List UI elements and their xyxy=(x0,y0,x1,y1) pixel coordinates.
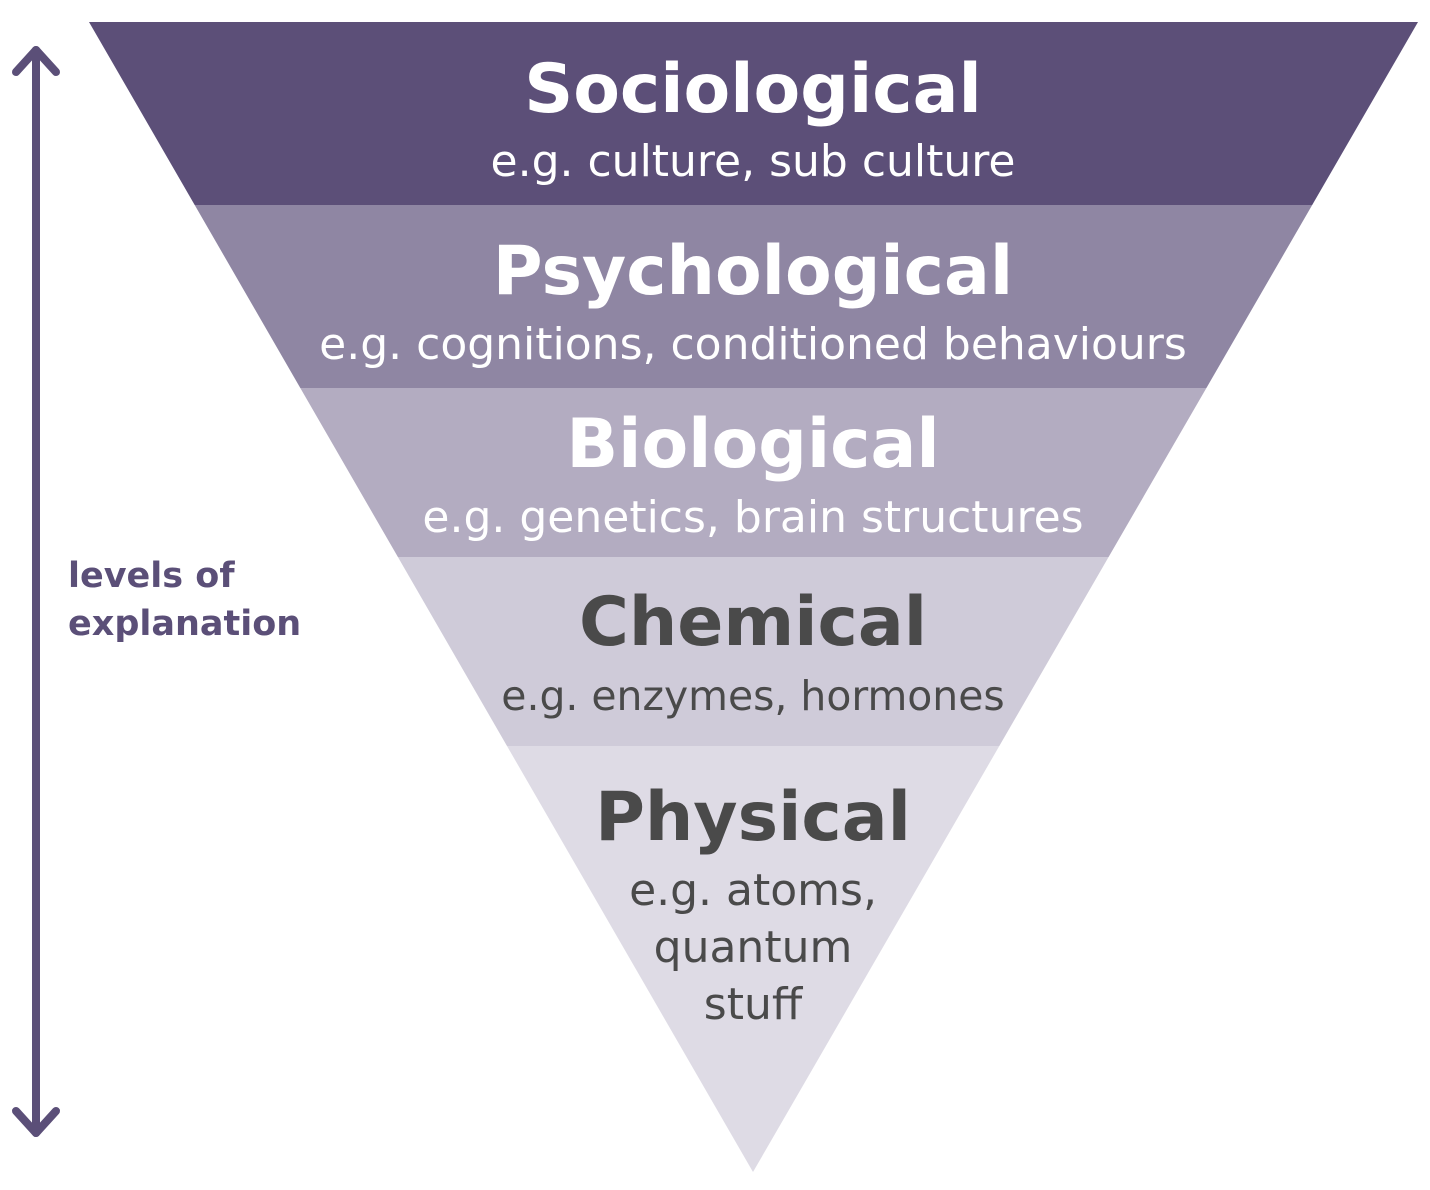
level-example-chemical: e.g. enzymes, hormones xyxy=(501,672,1004,720)
axis-label-line-2: explanation xyxy=(68,604,301,644)
levels-axis-arrow xyxy=(12,46,60,1137)
level-sociological: Sociological e.g. culture, sub culture xyxy=(89,22,1418,205)
level-title-physical: Physical xyxy=(595,778,911,857)
level-psychological: Psychological e.g. cognitions, conditione… xyxy=(194,205,1313,388)
level-biological: Biological e.g. genetics, brain structure… xyxy=(300,388,1207,557)
level-title-psychological: Psychological xyxy=(493,232,1013,311)
level-band-sociological xyxy=(89,22,1418,205)
level-title-sociological: Sociological xyxy=(524,50,982,129)
level-title-chemical: Chemical xyxy=(579,583,927,662)
level-title-biological: Biological xyxy=(566,405,939,484)
level-band-physical xyxy=(507,746,1000,1172)
level-band-biological xyxy=(300,388,1207,557)
level-example-psychological: e.g. cognitions, conditioned behaviours xyxy=(319,319,1187,370)
arrow-up-icon xyxy=(12,46,60,76)
arrow-down-icon xyxy=(12,1107,60,1137)
level-band-chemical xyxy=(397,557,1109,746)
level-example-physical: stuff xyxy=(704,979,804,1030)
axis-label-line-1: levels of xyxy=(68,556,235,596)
level-example-biological: e.g. genetics, brain structures xyxy=(422,492,1083,543)
level-example-physical: quantum xyxy=(654,922,853,973)
level-example-sociological: e.g. culture, sub culture xyxy=(491,136,1016,187)
level-band-psychological xyxy=(194,205,1313,388)
level-example-physical: e.g. atoms, xyxy=(629,865,877,916)
level-physical: Physical e.g. atoms, quantum stuff xyxy=(507,746,1000,1172)
level-chemical: Chemical e.g. enzymes, hormones xyxy=(397,557,1109,746)
inverted-pyramid: Sociological e.g. culture, sub culturePsy… xyxy=(89,22,1418,1172)
